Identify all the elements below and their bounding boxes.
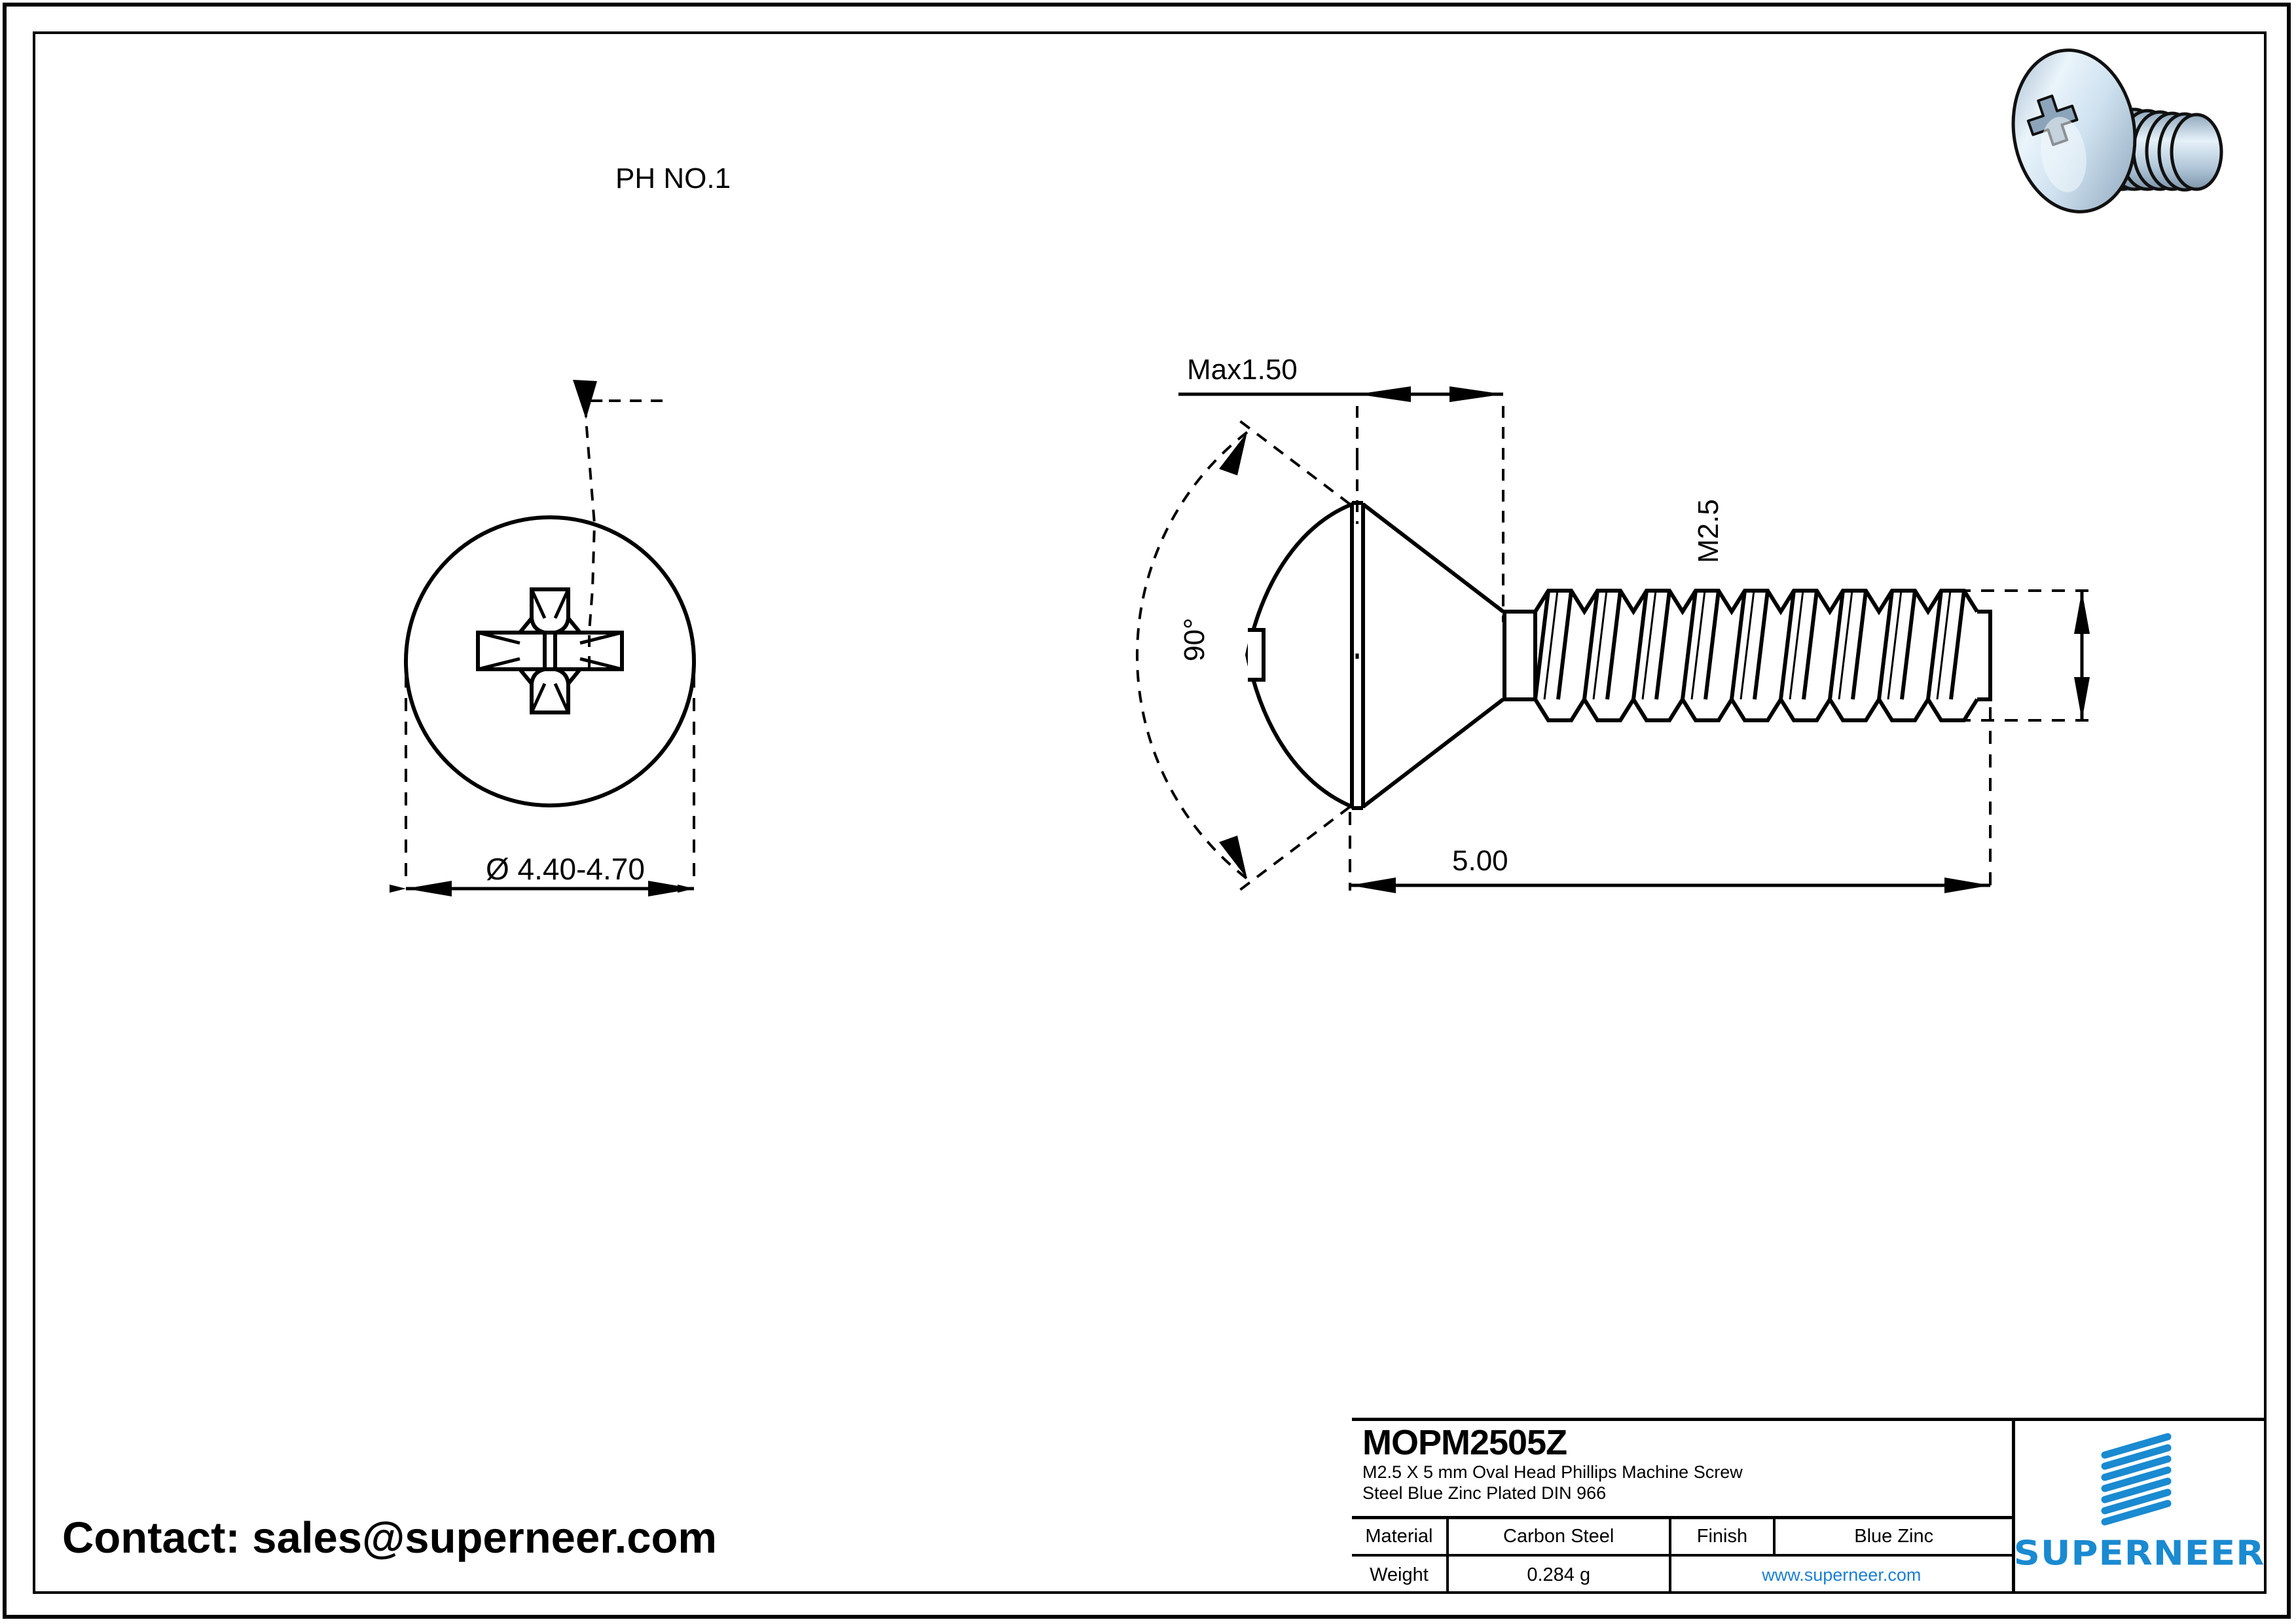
material-value: Carbon Steel <box>1449 1519 1671 1554</box>
brand-wordmark: SUPERNEER <box>2013 1534 2265 1574</box>
title-block-logo-area: SUPERNEER <box>2013 1421 2265 1594</box>
head-diameter-label: Ø 4.40-4.70 <box>486 852 645 886</box>
sheet-outer-border <box>3 3 2291 1619</box>
thread-size-label: M2.5 <box>1692 499 1724 563</box>
weight-value: 0.284 g <box>1449 1557 1671 1594</box>
head-height-label: Max1.50 <box>1187 354 1298 386</box>
website-cell[interactable]: www.superneer.com <box>1671 1557 2012 1594</box>
finish-value: Blue Zinc <box>1854 1526 1934 1547</box>
screw-3d-render <box>2011 48 2223 213</box>
title-block-spec-rows: Material Carbon Steel Finish Blue Zinc W… <box>1352 1519 2012 1594</box>
head-angle-label: 90° <box>1178 618 1211 661</box>
part-number: MOPM2505Z <box>1362 1423 1567 1462</box>
finish-label: Finish <box>1671 1519 1776 1554</box>
material-label: Material <box>1352 1519 1449 1554</box>
website-link[interactable]: www.superneer.com <box>1762 1565 1922 1585</box>
drive-callout-label: PH NO.1 <box>615 162 731 194</box>
description-line-2: Steel Blue Zinc Plated DIN 966 <box>1362 1483 1607 1503</box>
title-block-description: MOPM2505Z M2.5 X 5 mm Oval Head Phillips… <box>1352 1421 2012 1519</box>
superneer-logo-icon <box>2101 1433 2171 1526</box>
screw-length-label: 5.00 <box>1452 845 1508 877</box>
contact-line: Contact: sales@superneer.com <box>62 1513 717 1562</box>
sheet-inner-frame <box>33 31 2267 1594</box>
spec-row-weight-website: Weight 0.284 g www.superneer.com <box>1352 1557 2012 1594</box>
spec-row-material-finish: Material Carbon Steel Finish Blue Zinc <box>1352 1519 2012 1557</box>
weight-label: Weight <box>1352 1557 1449 1594</box>
title-block-left: MOPM2505Z M2.5 X 5 mm Oval Head Phillips… <box>1352 1421 2015 1594</box>
description-line-1: M2.5 X 5 mm Oval Head Phillips Machine S… <box>1362 1462 1743 1482</box>
title-block: MOPM2505Z M2.5 X 5 mm Oval Head Phillips… <box>1352 1418 2267 1594</box>
